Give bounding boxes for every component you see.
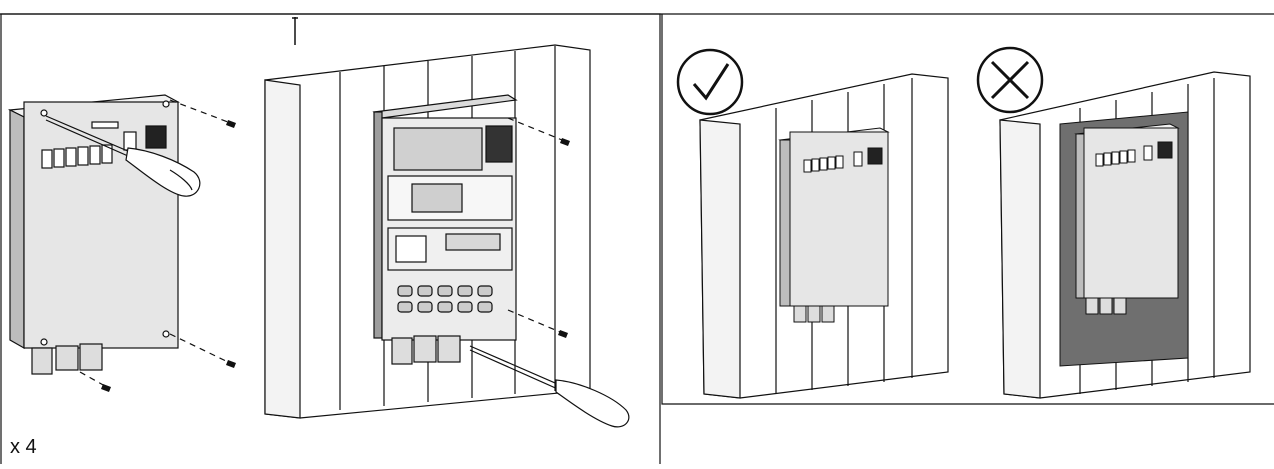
check-mark-icon [676,48,744,116]
device-enclosure-loose [7,94,181,375]
screws-middle [558,138,570,338]
screw-paths-left [79,99,229,387]
top-screw-icon [292,17,298,45]
screwdriver-icon [469,345,630,428]
device-recessed [1074,123,1180,315]
right-panel-border [661,14,1274,405]
device-enclosure-open [372,94,518,365]
screw-count-caption: x 4 [10,436,37,458]
screw-paths-middle [507,117,563,333]
screws-left [101,120,236,392]
cross-mark-icon [976,46,1044,114]
device-flush-mounted [778,127,890,323]
frames [0,13,1274,464]
screwdriver-icon [45,115,201,197]
